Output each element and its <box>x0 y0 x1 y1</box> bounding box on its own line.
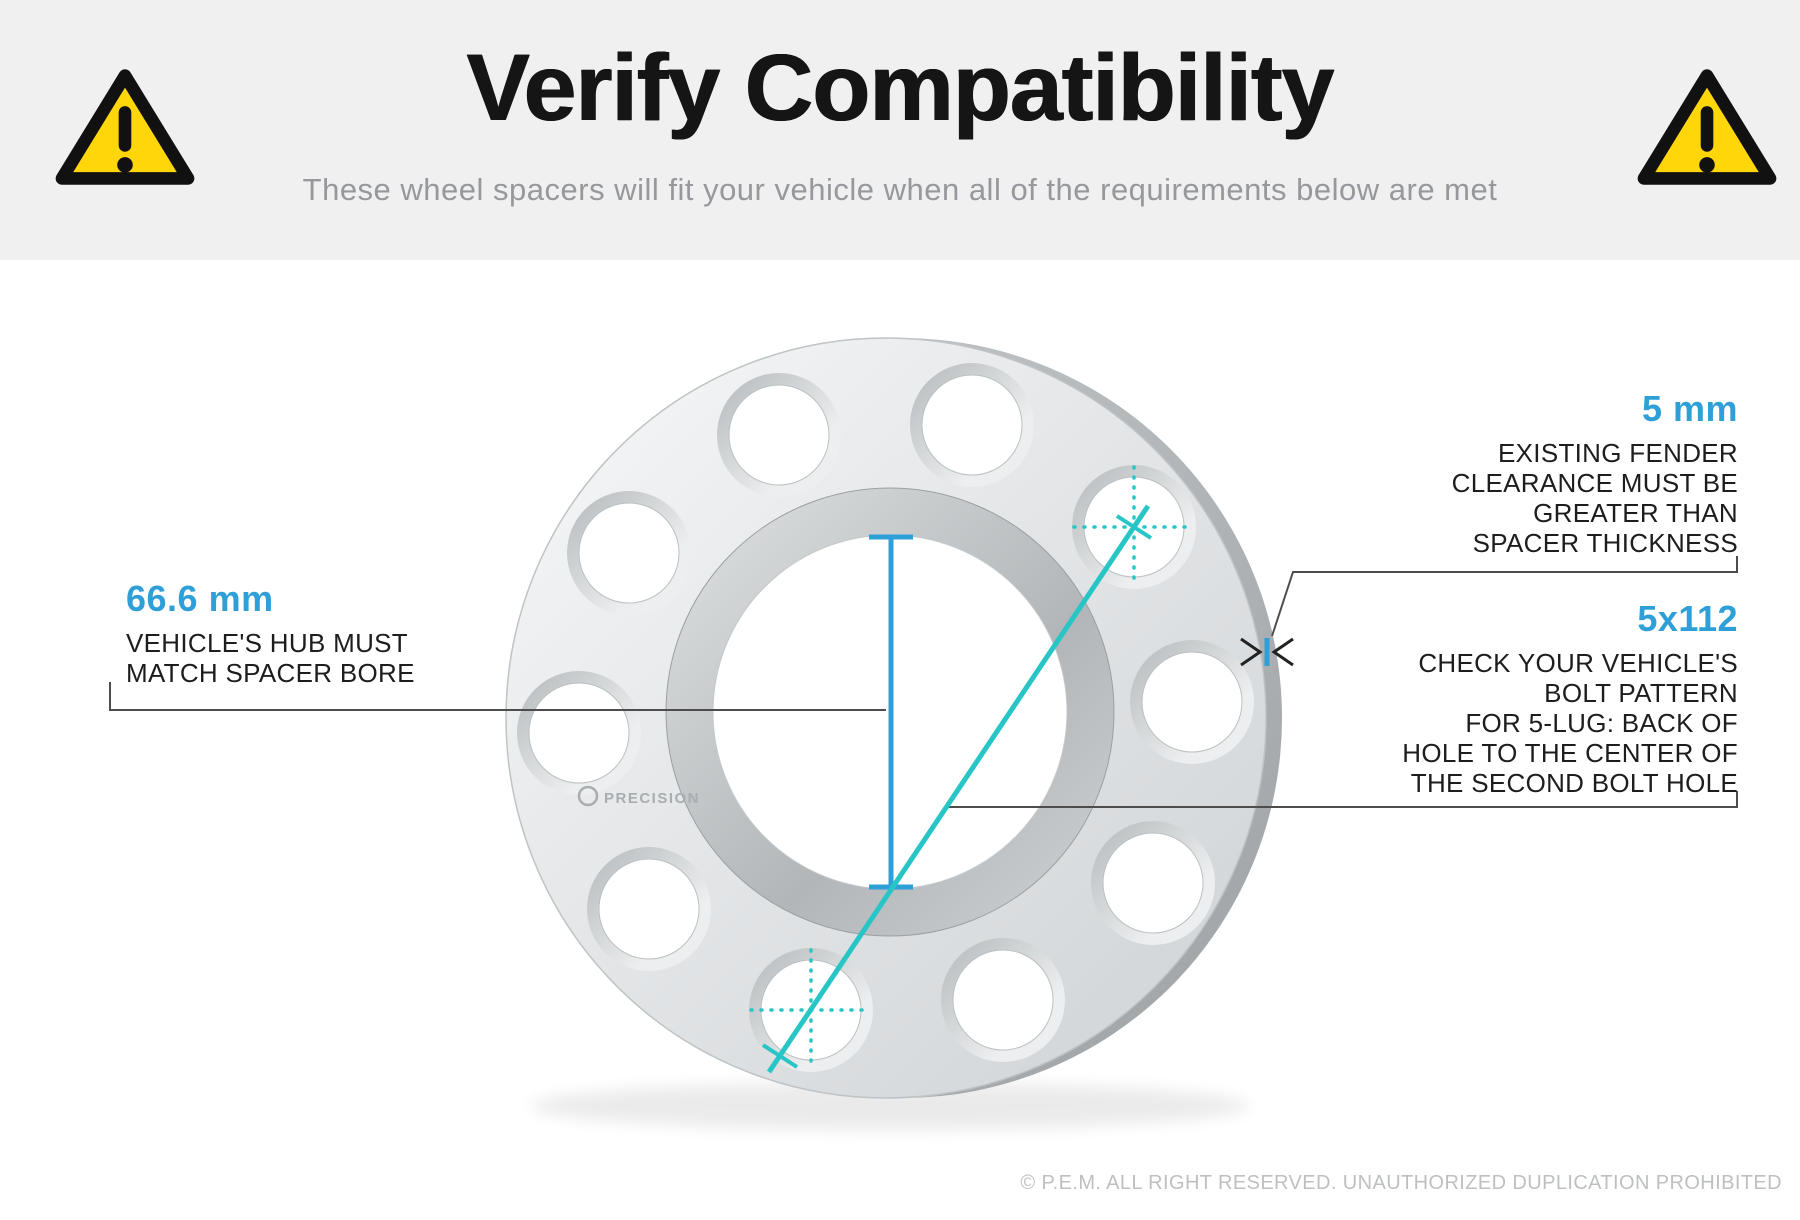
hub-bore-value: 66.6 mm <box>126 578 274 619</box>
callout-thickness: 5 mm EXISTING FENDER CLEARANCE MUST BE G… <box>1318 388 1738 558</box>
warning-triangle-icon <box>1637 69 1777 185</box>
bolt-pattern-measure <box>749 465 1196 1074</box>
bolt-hole <box>941 938 1065 1062</box>
copyright-notice: © P.E.M. ALL RIGHT RESERVED. UNAUTHORIZE… <box>1020 1172 1782 1194</box>
brand-watermark: PRECISION <box>577 785 700 807</box>
bolt-pattern-value: 5x112 <box>1637 598 1738 639</box>
thickness-connector-line <box>1271 556 1738 637</box>
page-title: Verify Compatibility <box>466 35 1335 141</box>
hub-bore-description: VEHICLE'S HUB MUST MATCH SPACER BORE <box>126 628 415 688</box>
bolt-hole <box>717 373 841 497</box>
callout-bolt-pattern: 5x112 CHECK YOUR VEHICLE'S BOLT PATTERN … <box>1298 598 1738 798</box>
bolt-hole <box>910 363 1034 487</box>
callout-hub-bore: 66.6 mm VEHICLE'S HUB MUST MATCH SPACER … <box>126 578 486 688</box>
warning-triangle-icon <box>55 69 195 185</box>
thickness-marker <box>1240 637 1294 667</box>
bolt-pattern-description: CHECK YOUR VEHICLE'S BOLT PATTERN FOR 5-… <box>1402 648 1738 798</box>
bolt-hole <box>517 671 641 795</box>
thickness-description: EXISTING FENDER CLEARANCE MUST BE GREATE… <box>1451 438 1738 558</box>
page-subtitle: These wheel spacers will fit your vehicl… <box>302 172 1498 207</box>
bolt-pattern-connector-line <box>944 791 1738 808</box>
bolt-hole <box>567 491 691 615</box>
watermark-text: PRECISION <box>604 790 700 807</box>
header-band: Verify Compatibility These wheel spacers… <box>0 0 1800 260</box>
thickness-value: 5 mm <box>1641 388 1738 429</box>
spacer-shadow <box>530 1082 1250 1130</box>
bolt-hole <box>1091 821 1215 945</box>
hub-bore-connector-line <box>109 682 886 711</box>
bolt-hole <box>587 847 711 971</box>
bolt-hole <box>1130 640 1254 764</box>
crosshair-guides <box>749 465 1196 1072</box>
